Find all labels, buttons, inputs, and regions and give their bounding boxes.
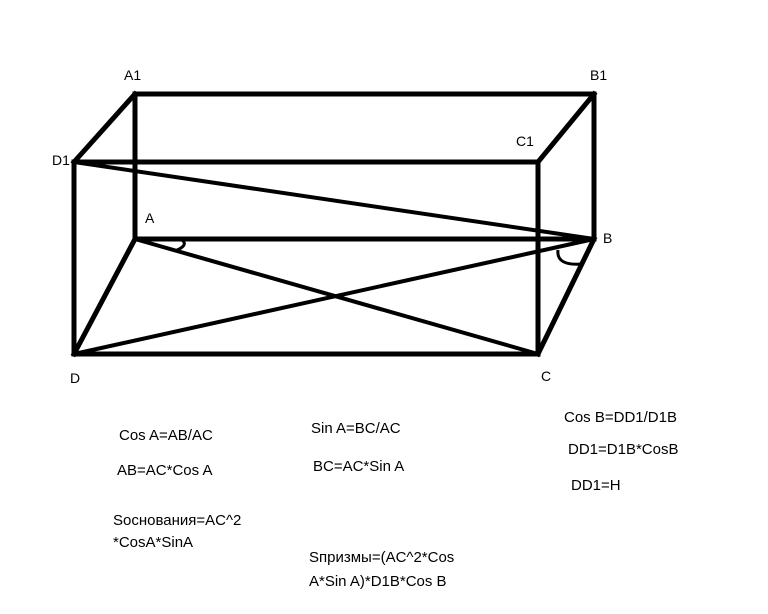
label-b1: B1 [590,67,608,83]
angle-mark-a [174,236,186,253]
formula-sprism-line2: A*Sin A)*D1B*Cos B [309,573,447,590]
label-a1: A1 [124,67,142,83]
formula-sprism-line1: Sпризмы=(AC^2*Cos [309,549,455,566]
formula-cos-a: Cos A=AB/AC [119,427,213,444]
label-b: B [603,230,613,246]
diagonal-d-b [73,237,595,356]
label-a: A [145,210,155,226]
formula-cos-b: Cos B=DD1/D1B [564,409,677,426]
label-d: D [70,370,81,386]
formula-sbase-line2: *CosA*SinA [113,534,194,551]
formula-dd1-h: DD1=H [571,477,621,494]
label-c: C [541,368,552,384]
edge-b-c [534,235,598,358]
diagonal-d1-b [73,160,595,241]
edge-d1-a1 [70,90,139,166]
label-c1: C1 [516,133,534,149]
formula-sin-a: Sin A=BC/AC [311,420,401,437]
formula-bc: BC=AC*Sin A [313,458,405,475]
label-d1: D1 [52,152,70,168]
formula-sbase-line1: Sоснования=AC^2 [113,512,242,529]
angle-mark-b [556,249,583,266]
edge-d-a [70,235,139,358]
edge-b1-c1 [534,90,598,166]
formula-ab: AB=AC*Cos A [117,462,213,479]
formula-dd1: DD1=D1B*CosB [568,441,679,458]
